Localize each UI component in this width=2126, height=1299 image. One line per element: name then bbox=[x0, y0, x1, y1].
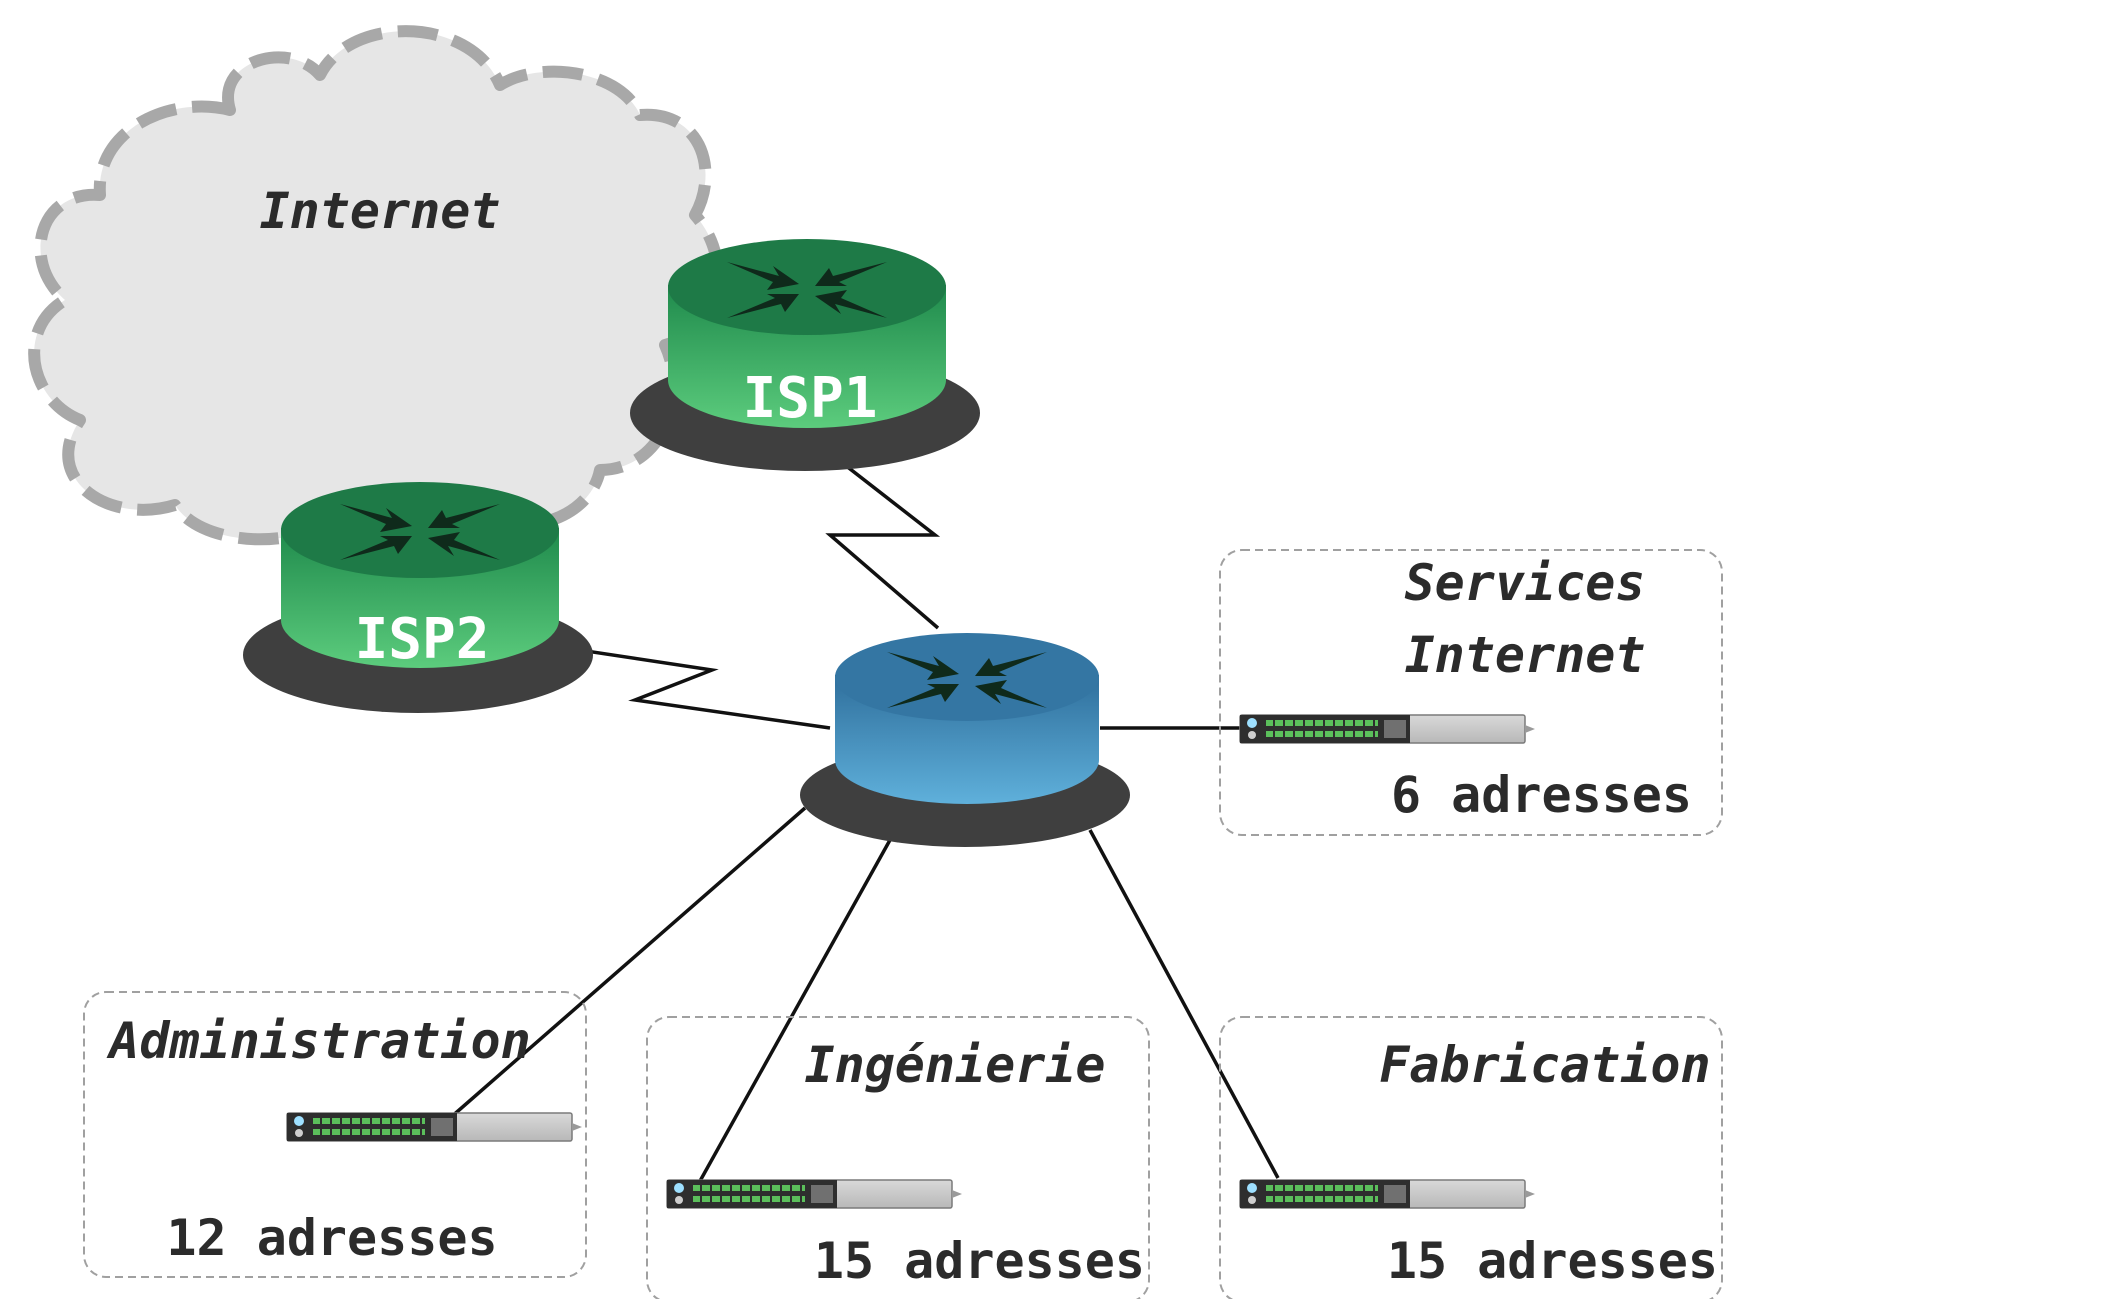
link-core-fabrication bbox=[1088, 829, 1280, 1179]
links bbox=[448, 428, 1280, 1191]
segment-fabrication: Fabrication 15 adresses bbox=[1219, 1016, 1723, 1299]
segment-services-count: 6 adresses bbox=[1391, 766, 1692, 824]
link-isp1-core bbox=[798, 428, 941, 630]
segment-administration-count: 12 adresses bbox=[166, 1209, 497, 1267]
segment-fabrication-title: Fabrication bbox=[1379, 1036, 1710, 1094]
switch-icon[interactable] bbox=[1239, 1179, 1536, 1209]
segment-services-internet: Services Internet 6 adresses bbox=[1219, 549, 1723, 836]
segment-services-title-1: Services bbox=[1405, 554, 1646, 612]
segment-administration: Administration 12 adresses bbox=[83, 991, 587, 1278]
router-isp1[interactable]: ISP1 bbox=[630, 239, 980, 471]
router-isp2[interactable]: ISP2 bbox=[243, 482, 593, 713]
segment-ingenierie-count: 15 adresses bbox=[814, 1232, 1145, 1290]
router-core[interactable] bbox=[800, 633, 1130, 847]
segment-services-title-2: Internet bbox=[1405, 626, 1646, 684]
switch-icon[interactable] bbox=[1239, 714, 1536, 744]
internet-cloud: Internet bbox=[28, 25, 724, 554]
router-isp1-label: ISP1 bbox=[743, 366, 878, 431]
switch-icon[interactable] bbox=[286, 1112, 583, 1142]
segment-ingenierie: Ingénierie 15 adresses bbox=[646, 1016, 1150, 1299]
link-core-ingenierie bbox=[693, 839, 892, 1191]
switch-icon[interactable] bbox=[666, 1179, 963, 1209]
segment-fabrication-count: 15 adresses bbox=[1387, 1232, 1718, 1290]
internet-cloud-label: Internet bbox=[260, 182, 501, 240]
router-isp2-label: ISP2 bbox=[355, 607, 490, 672]
segment-administration-title: Administration bbox=[106, 1012, 530, 1070]
link-isp2-core bbox=[499, 636, 831, 730]
link-core-administration bbox=[448, 806, 807, 1120]
segment-ingenierie-title: Ingénierie bbox=[804, 1036, 1105, 1094]
